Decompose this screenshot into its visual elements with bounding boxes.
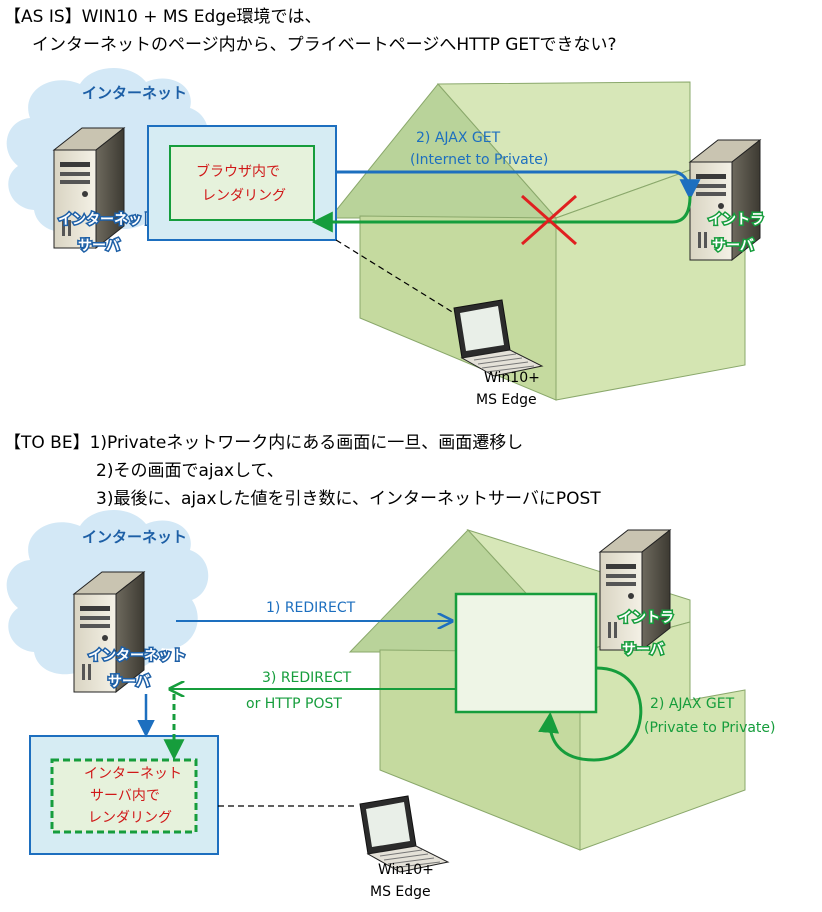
ajax-get-label-line2: (Internet to Private) — [410, 152, 548, 168]
private-network-house-top — [328, 81, 746, 401]
ajax-get-label-line1: 2) AJAX GET — [416, 130, 501, 146]
device-label-line1-top: Win10+ — [484, 370, 540, 386]
browser-render-line2: レンダリング — [202, 188, 286, 204]
server-render-line3: レンダリング — [88, 810, 172, 826]
post-label-line1: 3) REDIRECT — [262, 670, 352, 686]
ajax-loop-arrow — [538, 666, 643, 762]
intra-server-label-line1: イントラ — [708, 212, 764, 228]
internet-server-bottom-line1: インターネット — [88, 648, 186, 664]
browser-render-line1: ブラウザ内で — [196, 163, 280, 180]
server-render-line1: インターネット — [84, 766, 182, 782]
to-be-step3: 3)最後に、ajaxした値を引き数に、インターネットサーバにPOST — [96, 489, 601, 509]
internet-server-label-line2: サーバ — [78, 238, 120, 254]
post-label-line2: or HTTP POST — [246, 696, 342, 712]
as-is-heading: 【AS IS】WIN10 + MS Edge環境では、 — [4, 7, 322, 27]
intranet-server-icon-bottom — [599, 529, 671, 651]
device-label-line2-top: MS Edge — [476, 392, 537, 408]
as-is-description: インターネットのページ内から、プライベートページへHTTP GETできない? — [32, 35, 617, 55]
cloud-title-top: インターネット — [82, 84, 187, 102]
internet-server-icon — [53, 127, 125, 249]
blocked-x-icon — [521, 194, 577, 246]
private-page-box — [454, 592, 598, 714]
intra-server-bottom-line2: サーバ — [622, 642, 664, 658]
redirect-label: 1) REDIRECT — [266, 600, 356, 616]
intra-server-label-line2: サーバ — [712, 238, 754, 254]
server-render-box — [50, 758, 198, 834]
ajax-get-request-arrow — [336, 170, 701, 201]
ajax-loop-label-line1: 2) AJAX GET — [650, 696, 735, 712]
to-be-step2: 2)その画面でajaxして、 — [96, 461, 284, 481]
internet-server-label-line1: インターネット — [58, 212, 156, 228]
cloud-title-bottom: インターネット — [82, 528, 187, 546]
browser-render-box — [169, 145, 315, 221]
laptop-icon-bottom — [359, 795, 449, 873]
to-be-heading: 【TO BE】1)Privateネットワーク内にある画面に一旦、画面遷移し — [4, 433, 523, 453]
intra-server-bottom-line1: イントラ — [618, 610, 674, 626]
device-label-line2-bottom: MS Edge — [370, 884, 431, 900]
internet-server-bottom-line2: サーバ — [108, 674, 150, 690]
server-render-line2: サーバ内で — [90, 788, 160, 804]
device-label-line1-bottom: Win10+ — [378, 862, 434, 878]
ajax-get-response-arrow — [311, 195, 692, 233]
ajax-loop-label-line2: (Private to Private) — [644, 720, 776, 736]
device-link-dashed-top — [335, 239, 463, 319]
